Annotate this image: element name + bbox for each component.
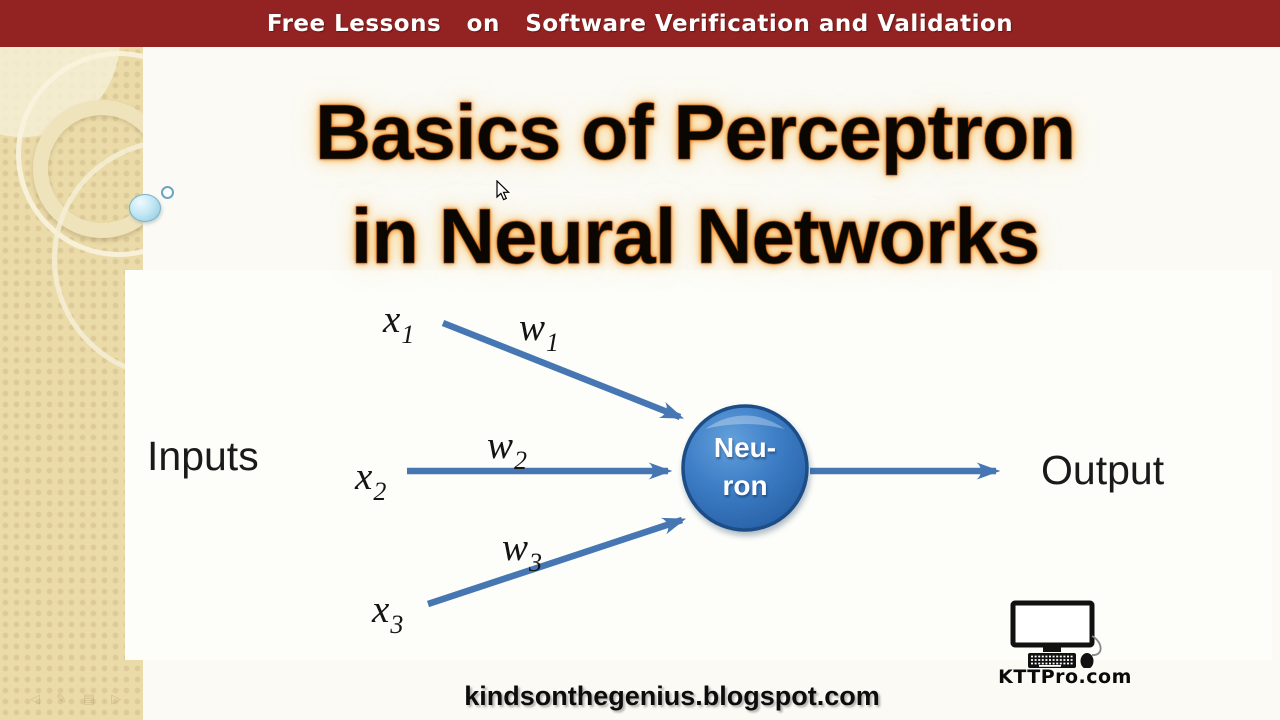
page-title-line1: Basics of Perceptron: [314, 88, 1076, 176]
previous-slide-icon[interactable]: ◁: [30, 691, 40, 706]
neuron-node: [681, 404, 809, 532]
small-circle-decoration: [161, 186, 174, 199]
perceptron-diagram: [407, 319, 1001, 608]
slide-sidebar-decoration: ◁ ✎ ▤ ▷: [0, 47, 143, 720]
kttpro-logo: KTTPro.com: [995, 598, 1135, 698]
blog-url: kindsonthegenius.blogspot.com: [464, 681, 880, 711]
slide-panel-icon[interactable]: ▤: [82, 691, 96, 706]
arrow-x3-to-neuron: [426, 516, 687, 608]
output-label: Output: [1041, 447, 1165, 493]
pen-icon[interactable]: ✎: [56, 691, 67, 706]
neuron-highlight: [705, 415, 785, 429]
weight-w3-label: w3: [502, 526, 543, 577]
weight-w1-label: w1: [519, 306, 560, 357]
next-slide-icon[interactable]: ▷: [111, 691, 122, 706]
presentation-slide: ◁ ✎ ▤ ▷ Basics of Perceptron in Neural N…: [0, 47, 1280, 720]
presenter-toolbar: ◁ ✎ ▤ ▷: [30, 691, 121, 707]
top-banner: Free Lessons on Software Verification an…: [0, 0, 1280, 47]
weight-w2-label: w2: [487, 424, 528, 475]
page-title-line2: in Neural Networks: [350, 192, 1041, 280]
input-x2-label: x2: [355, 455, 387, 506]
blue-bubble-decoration: [129, 194, 161, 222]
input-x3-label: x3: [372, 588, 404, 639]
inputs-label: Inputs: [147, 433, 259, 479]
computer-icon: [1010, 600, 1102, 669]
arrow-x1-to-neuron: [441, 319, 685, 421]
banner-text: Free Lessons on Software Verification an…: [266, 10, 1014, 37]
mouse-cursor-icon: [496, 180, 511, 201]
input-x1-label: x1: [383, 298, 415, 349]
neuron-label: Neu- ron: [713, 432, 777, 501]
kttpro-site-label: KTTPro.com: [998, 666, 1132, 688]
